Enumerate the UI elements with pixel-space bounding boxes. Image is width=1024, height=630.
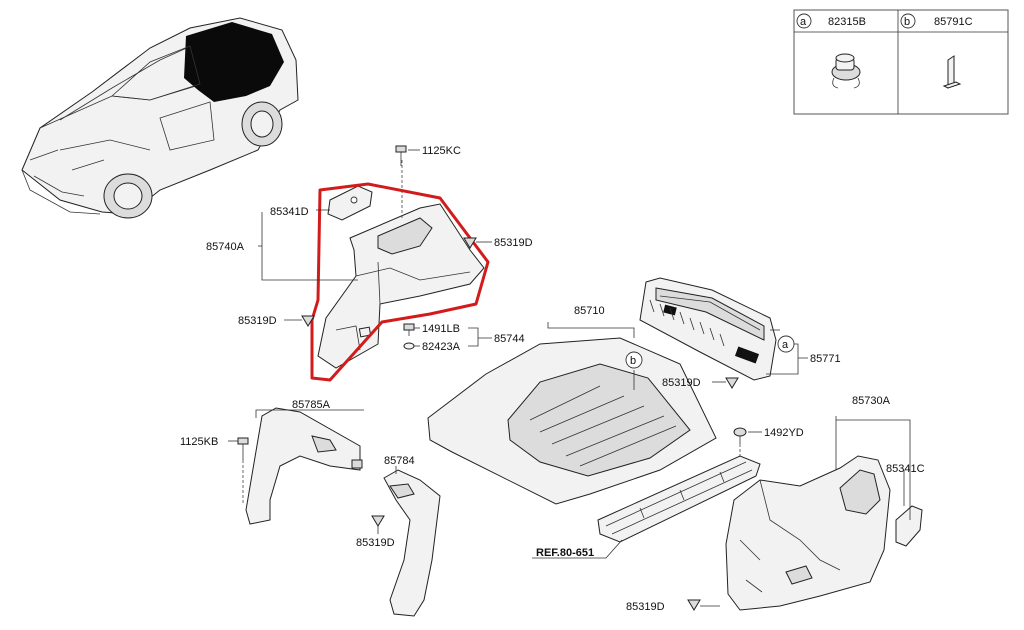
clip-85319D-a-icon (463, 237, 477, 249)
label-1125KC: 1125KC (422, 145, 461, 157)
screw-1125KC (395, 145, 407, 166)
label-85319D-d: 85319D (356, 537, 395, 549)
label-85319D-b: 85319D (238, 315, 277, 327)
car-illustration (21, 17, 299, 219)
label-1491LB: 1491LB (422, 323, 460, 335)
floor-panel-ref (597, 455, 761, 543)
floor-mat-85710 (427, 337, 717, 505)
label-85319D-c: 85319D (662, 377, 701, 389)
label-85744: 85744 (494, 333, 525, 345)
transom-trim-85771 (639, 277, 777, 381)
side-trim-left-85740A (317, 160, 485, 369)
legend-letter-b: b (904, 16, 910, 28)
svg-text:b: b (630, 355, 636, 367)
label-85784: 85784 (384, 455, 415, 467)
clip-85319D-e-icon (687, 599, 701, 611)
cover-85341C (895, 505, 923, 547)
wheelhouse-trim-85785A (245, 407, 363, 525)
label-85710: 85710 (574, 305, 605, 317)
wheel-rear (241, 101, 283, 147)
legend-box: a 82315B b 85791C (793, 9, 1009, 115)
legend-item-a: a 82315B (796, 13, 866, 89)
label-85730A: 85730A (852, 395, 891, 407)
label-85319D-e: 85319D (626, 601, 665, 613)
callout-b: b (625, 351, 643, 369)
clip-85319D-c-icon (725, 377, 739, 389)
legend-item-b: b 85791C (900, 13, 973, 89)
fastener-1491LB-icon (403, 323, 415, 336)
label-85341D: 85341D (270, 206, 309, 218)
screw-1125KB-icon (237, 437, 249, 460)
svg-text:a: a (782, 339, 789, 351)
label-85785A: 85785A (292, 399, 331, 411)
clip-85319D-d-icon (371, 515, 385, 527)
legend-letter-a: a (800, 16, 807, 28)
wheel-front (103, 173, 153, 219)
legend-part-b: 85791C (934, 16, 973, 28)
label-85740A: 85740A (206, 241, 245, 253)
pillar-trim-85784 (383, 469, 441, 617)
side-trim-right-85730A (725, 455, 923, 611)
washer-82423A-icon (403, 342, 415, 350)
car-trunk-highlight (184, 22, 284, 102)
label-1125KB: 1125KB (180, 436, 218, 448)
clip-1492YD-icon (733, 427, 747, 444)
bracket-icon (942, 55, 962, 89)
clip-85319D-b-icon (301, 315, 315, 327)
legend-part-a: 82315B (828, 16, 866, 28)
clip-icon (831, 53, 861, 89)
label-85341C: 85341C (886, 463, 925, 475)
label-ref: REF.80-651 (536, 547, 594, 559)
label-85771: 85771 (810, 353, 841, 365)
label-82423A: 82423A (422, 341, 461, 353)
cover-85341D (327, 185, 373, 221)
callout-a: a (777, 335, 795, 353)
label-1492YD: 1492YD (764, 427, 804, 439)
label-85319D-a: 85319D (494, 237, 533, 249)
